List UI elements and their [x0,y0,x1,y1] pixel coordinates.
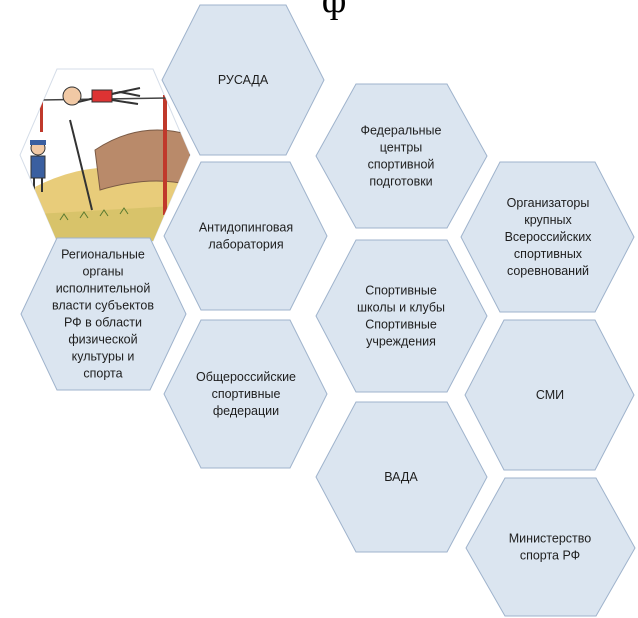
header-text: ф [321,0,347,21]
hex-label-line: РФ в области [64,316,142,330]
hex-label: Федеральные центры спортивной подготовки [361,124,442,189]
hex-label-line: культуры и [72,350,135,364]
hex-label-line: исполнительной [56,282,151,296]
hex-label-line: спорта РФ [520,549,580,563]
hex-label-line: Общероссийские [196,370,296,384]
hex-label-line: Всероссийских [505,230,593,244]
header-fragment: ф [0,0,638,30]
hex-label-line: Антидопинговая [199,221,293,235]
hex-label-line: Министерство [509,532,591,546]
hex-label-line: Федеральные [361,124,442,138]
hex-label-line: соревнований [507,264,589,278]
hex-label-line: спортивной [368,158,435,172]
hex-label-line: физической [68,333,137,347]
hex-label-line: СМИ [536,388,564,402]
hex-label-line: федерации [213,404,279,418]
hex-label-line: спортивные [212,387,281,401]
hex-label: Региональные органы исполнительной власти с… [52,248,154,381]
hex-label-line: спорта [83,367,122,381]
hex-label-line: органы [82,265,123,279]
hex-federations: Общероссийские спортивные федерации [163,319,328,469]
hex-label: СМИ [536,388,564,402]
hex-label-line: подготовки [369,175,432,189]
hex-media: СМИ [464,319,635,471]
hex-federal-centers: Федеральные центры спортивной подготовки [315,83,488,229]
hex-label: Антидопинговая лаборатория [199,221,293,252]
hex-label-line: крупных [524,213,572,227]
hex-label-line: лаборатория [208,238,283,252]
hex-wada: ВАДА [315,401,488,553]
hex-label-line: Региональные [61,248,145,262]
hex-label-line: центры [380,141,423,155]
hex-label: Министерство спорта РФ [509,532,591,563]
hex-rusada: РУСАДА [161,4,325,156]
hex-label-line: спортивных [514,247,583,261]
hex-label: ВАДА [384,470,418,484]
hex-label: Общероссийские спортивные федерации [196,370,296,418]
pole-vault-cartoon-icon [19,68,191,242]
hex-regional-bodies: Региональные органы исполнительной власти с… [20,237,187,391]
hex-ministry: Министерство спорта РФ [465,477,636,617]
hex-antidoping-lab: Антидопинговая лаборатория [163,161,328,311]
hex-label-line: РУСАДА [218,73,269,87]
hex-label-line: ВАДА [384,470,418,484]
hex-label-line: Спортивные [365,318,437,332]
hex-label: РУСАДА [218,73,269,87]
hex-label-line: Организаторы [507,196,590,210]
hex-label-line: школы и клубы [357,301,445,315]
hex-label-line: власти субъектов [52,299,154,313]
hex-label-line: учреждения [366,335,436,349]
hex-label-line: Спортивные [365,284,437,298]
